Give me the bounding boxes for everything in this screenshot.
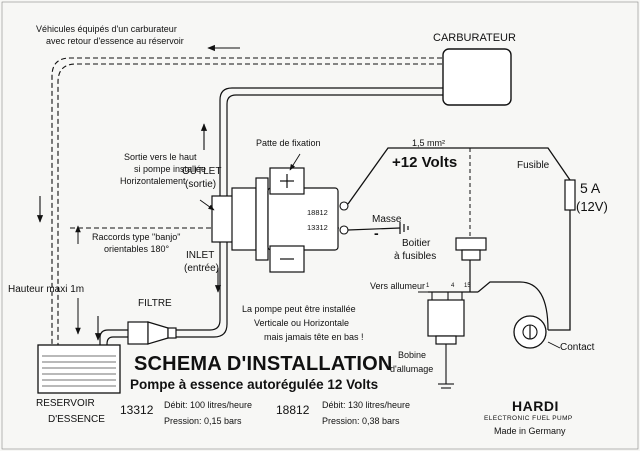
mounting-label: Patte de fixation <box>256 138 321 148</box>
coil-line2: d'allumage <box>390 364 434 374</box>
banjo-line2: orientables 180° <box>104 244 170 254</box>
upward-exit-line2: si pompe installée <box>134 164 207 174</box>
pump-ref-top: 18812 <box>307 208 328 217</box>
model-2-flow: Débit: 130 litres/heure <box>322 400 411 410</box>
return-line <box>51 57 442 348</box>
diagram-title: SCHEMA D'INSTALLATION <box>134 353 393 375</box>
upward-exit-line1: Sortie vers le haut <box>124 152 197 162</box>
coil-terminal-1: 1 <box>426 283 430 289</box>
inlet-sub: (entrée) <box>184 263 220 274</box>
fuse-volts: (12V) <box>576 199 608 214</box>
fuse-rating: 5 A <box>580 180 601 196</box>
ground-wire <box>347 222 409 234</box>
banjo-line1: Raccords type "banjo" <box>92 232 181 242</box>
supply-line <box>219 87 443 196</box>
outlet-label: OUTLET <box>182 166 222 177</box>
outlet-sub: (sortie) <box>185 179 217 190</box>
model-2-pressure: Pression: 0,38 bars <box>322 416 400 426</box>
inlet-label: INLET <box>186 250 215 261</box>
upward-exit-line3: Horizontalement <box>120 176 186 186</box>
fuse-box <box>455 237 487 261</box>
brand-name: HARDI <box>512 398 559 414</box>
fuse-box-line2: à fusibles <box>394 251 437 262</box>
tank-line1: RESERVOIR <box>36 398 95 409</box>
inlet-line <box>176 238 228 338</box>
filter-label: FILTRE <box>138 298 172 309</box>
coil-terminal-15: 15 <box>464 283 471 289</box>
install-note-line3: mais jamais tête en bas ! <box>264 332 364 342</box>
fuse <box>564 179 576 211</box>
model-1-ref: 13312 <box>120 403 154 417</box>
negative-terminal <box>339 225 349 235</box>
install-note-line1: La pompe peut être installée <box>242 304 356 314</box>
coil-ground <box>438 344 454 389</box>
install-note-line2: Verticale ou Horizontale <box>254 318 350 328</box>
fuse-box-line1: Boitier <box>402 238 431 249</box>
ground-sign: - <box>374 225 379 241</box>
coil-to-contact-wire <box>477 281 549 331</box>
coil-line1: Bobine <box>398 350 427 360</box>
fuel-pump <box>211 167 349 273</box>
ignition-coil <box>427 291 478 345</box>
to-ignition-label: Vers allumeur <box>370 281 426 291</box>
max-height-label: Hauteur maxi 1m <box>8 284 85 295</box>
model-1-pressure: Pression: 0,15 bars <box>164 416 242 426</box>
fuse-label: Fusible <box>517 160 550 171</box>
brand-tagline: ELECTRONIC FUEL PUMP <box>484 415 573 422</box>
fuel-tank <box>37 344 121 394</box>
header-note-line1: Véhicules équipés d'un carburateur <box>36 24 177 34</box>
ground-label: Masse <box>372 214 402 225</box>
banjo-pointer <box>199 199 215 211</box>
header-note-line2: avec retour d'essence au réservoir <box>46 36 184 46</box>
positive-terminal <box>339 201 349 211</box>
tank-line2: D'ESSENCE <box>48 414 105 425</box>
filter <box>127 321 177 345</box>
carburetor-label: CARBURATEUR <box>433 32 516 44</box>
pump-ref-bottom: 13312 <box>307 223 328 232</box>
model-1-flow: Débit: 100 litres/heure <box>164 400 253 410</box>
bracket-pointer <box>289 153 301 171</box>
contact-label: Contact <box>560 342 595 353</box>
wire-section-label: 1,5 mm² <box>412 138 446 148</box>
voltage-label: +12 Volts <box>392 154 458 171</box>
contact-pointer <box>547 341 561 349</box>
coil-terminal-4: 4 <box>451 283 455 289</box>
carburetor <box>442 48 512 106</box>
model-2-ref: 18812 <box>276 403 310 417</box>
diagram-subtitle: Pompe à essence autorégulée 12 Volts <box>130 377 379 392</box>
positive-wiring <box>347 147 571 331</box>
brand-origin: Made in Germany <box>494 426 566 436</box>
ignition-switch <box>513 315 547 349</box>
